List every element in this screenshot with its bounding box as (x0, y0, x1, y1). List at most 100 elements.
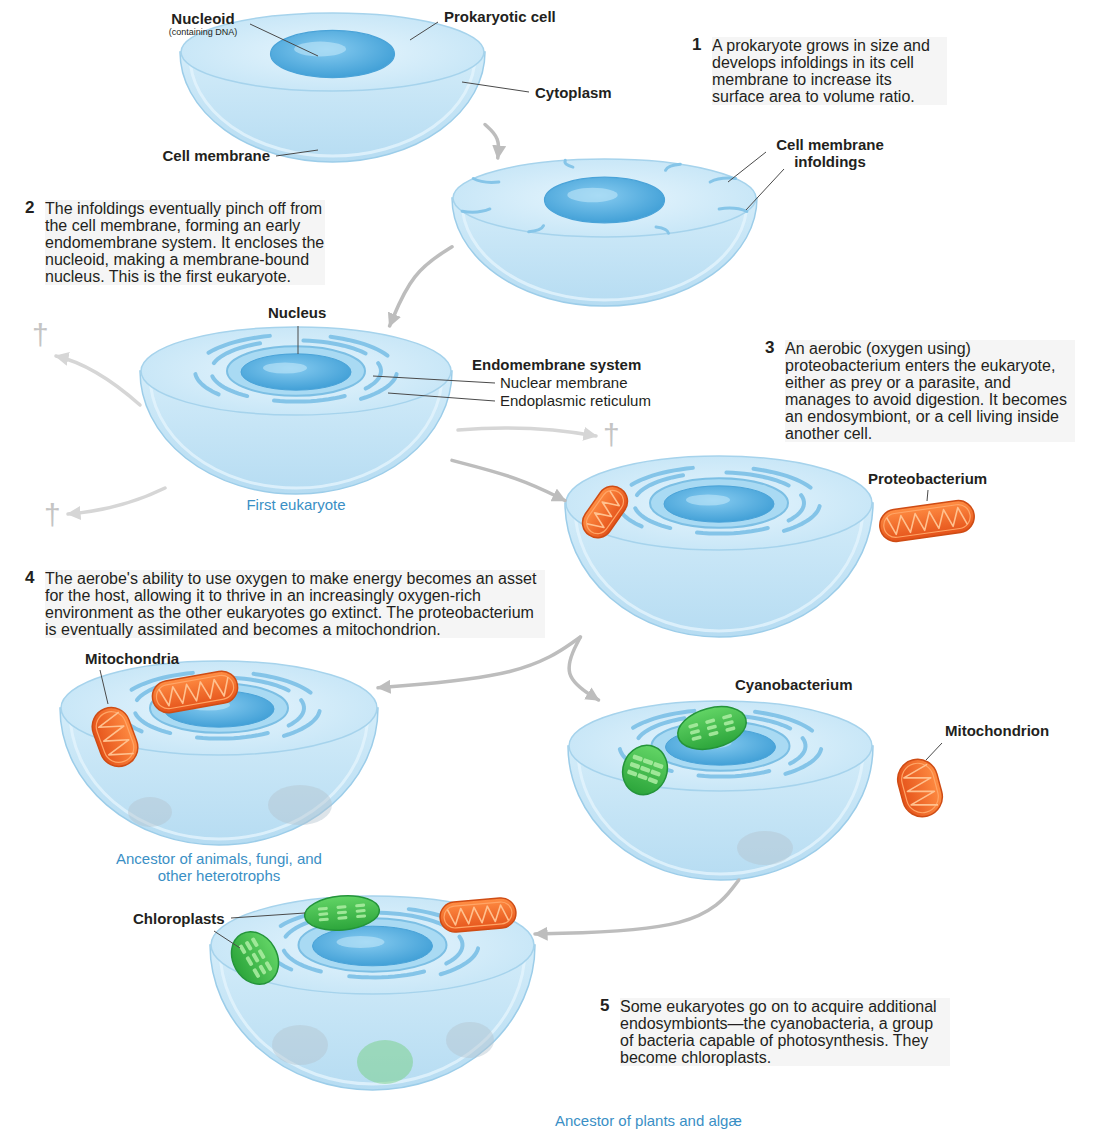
label-box: 5 (600, 997, 620, 1015)
leader-line (927, 490, 928, 501)
leader-line (388, 393, 495, 401)
label-box: Some eukaryotes go on to acquire additio… (620, 998, 950, 1066)
endoplasmic-reticulum (284, 711, 320, 736)
thylakoid-stack (257, 949, 265, 960)
part-label: Nuclear membrane (500, 374, 700, 391)
membrane-infolding (473, 179, 499, 183)
step-note: The aerobe's ability to use oxygen to ma… (45, 570, 545, 638)
mitochondrion-shape (878, 499, 977, 544)
thylakoid-stack (637, 773, 648, 781)
nuclear-membrane (650, 478, 788, 528)
thylakoid-stack (725, 726, 736, 732)
mitochondrion-outer (577, 480, 634, 543)
cell-granule (128, 797, 172, 827)
cell-caption: Prokaryotic cell (444, 8, 614, 25)
label-box: A prokaryote grows in size and develops … (712, 37, 947, 105)
part-label: Proteobacterium (868, 470, 1018, 487)
mitochondrion-cristae (887, 507, 968, 536)
chloroplast-outer (303, 893, 381, 933)
thylakoid-stack (640, 765, 651, 773)
endoplasmic-reticulum (697, 528, 768, 534)
nucleus-highlight (263, 363, 307, 374)
extinction-arrow (56, 356, 140, 405)
membrane-infolding (462, 209, 490, 212)
cell-top-face (453, 159, 756, 237)
part-label: Nucleoid (153, 10, 253, 27)
nucleoid-highlight (294, 42, 346, 57)
leader-line (214, 931, 240, 948)
mitochondrion-outer (878, 499, 977, 544)
label-box: 2 (25, 199, 45, 217)
thylakoid-stack (318, 907, 328, 911)
thylakoid-stack (653, 762, 664, 770)
endoplasmic-reticulum (289, 700, 304, 725)
label-box: Cytoplasm (535, 84, 645, 101)
leader-line (276, 150, 318, 156)
chloroplast-outer (616, 739, 674, 801)
process-arrow (378, 637, 580, 688)
thylakoid-stack (632, 754, 643, 762)
thylakoid-stack (356, 909, 366, 913)
cell-granule (272, 1025, 328, 1065)
mitochondrion-cristae (447, 904, 508, 925)
step-note: An aerobic (oxygen using) proteobacteriu… (785, 340, 1075, 442)
part-label: Cytoplasm (535, 84, 645, 101)
cell-node (565, 455, 873, 637)
thylakoid-stack (690, 729, 701, 735)
callout-number: 1 (692, 36, 712, 54)
mitochondrion-outer (150, 669, 240, 715)
endoplasmic-reticulum (441, 948, 478, 974)
thylakoid-stack (251, 952, 259, 963)
thylakoid-stack (258, 964, 266, 975)
cell-caption-box: Ancestor of plants and algæ (555, 1112, 765, 1129)
endoplasmic-reticulum (361, 374, 397, 399)
nucleus-shape (313, 926, 433, 966)
part-label: Nucleus (268, 304, 348, 321)
cell-caption-box: Prokaryotic cell (444, 8, 614, 25)
mitochondrion-cristae (902, 764, 938, 811)
thylakoid-stack (319, 918, 329, 922)
thylakoid-stack (688, 723, 699, 729)
thylakoid-stack (245, 956, 253, 967)
thylakoid-stack (647, 777, 658, 785)
leader-line (410, 22, 438, 40)
label-box: Cyanobacterium (735, 676, 875, 693)
part-label: Cell membrane (130, 147, 270, 164)
endoplasmic-reticulum (274, 396, 345, 402)
extinction-mark: † (603, 418, 623, 452)
leader-line (746, 169, 784, 210)
label-box: Cell membrane (130, 147, 270, 164)
thylakoid-stack (723, 720, 734, 726)
endoplasmic-reticulum (785, 749, 821, 774)
thylakoid-stack (707, 724, 718, 730)
thylakoid-stack (356, 914, 366, 918)
label-box: Endoplasmic reticulum (500, 392, 720, 409)
membrane-infolding (656, 227, 668, 233)
thylakoid-stack (252, 968, 260, 979)
leader-line (100, 670, 108, 704)
label-box: † (44, 498, 64, 532)
mitochondrion-outer (893, 755, 947, 821)
mitochondrion-shape (150, 669, 240, 715)
cell-node: First eukaryote (140, 326, 452, 494)
thylakoid-stack (643, 758, 654, 766)
label-box: Endomembrane system (472, 356, 692, 373)
step-note: The infoldings eventually pinch off from… (45, 200, 325, 285)
cell-illustration (210, 895, 535, 1090)
cell-caption: Ancestor of animals, fungi, and other he… (104, 850, 334, 884)
endoplasmic-reticulum (446, 937, 462, 964)
membrane-infolding (710, 178, 736, 182)
endoplasmic-reticulum (699, 771, 770, 777)
part-label: Cell membrane infoldings (745, 136, 915, 170)
thylakoid-stack (629, 762, 640, 770)
nuclear-membrane (227, 346, 365, 396)
cell-top-face (566, 456, 872, 550)
mitochondrion-cristae (159, 677, 231, 707)
chloroplast-outer (222, 923, 288, 993)
chloroplast-shape (616, 739, 674, 801)
label-box: The infoldings eventually pinch off from… (45, 200, 325, 285)
nucleus-shape (241, 354, 351, 390)
cell-node (568, 700, 873, 880)
chloroplast-shape (303, 893, 381, 933)
label-box: 3 (765, 339, 785, 357)
